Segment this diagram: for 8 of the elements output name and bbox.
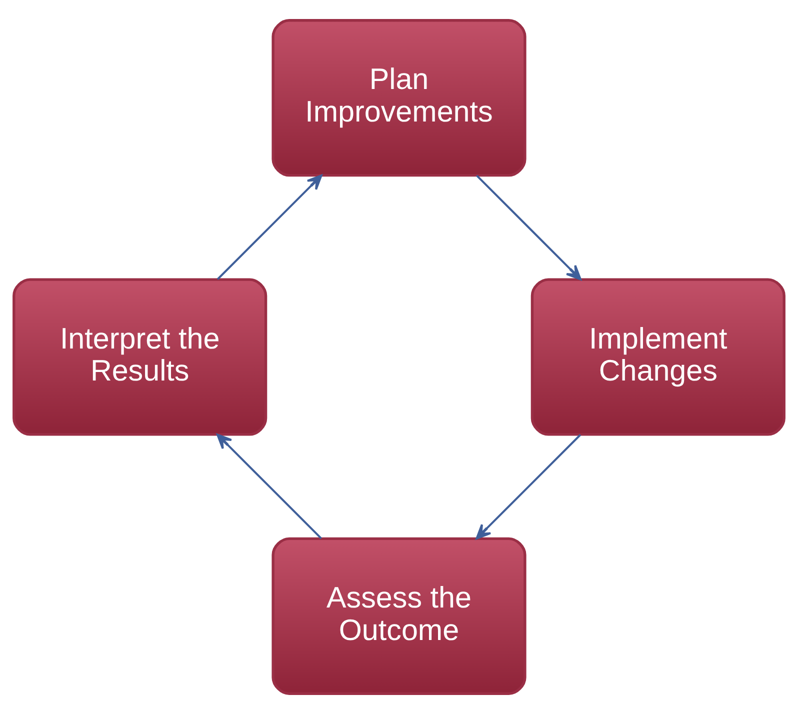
node-box: Interpret the Results [12, 278, 268, 436]
arrow [216, 174, 322, 280]
arrow [216, 434, 322, 540]
node-box: Assess the Outcome [272, 537, 526, 695]
arrow [476, 434, 582, 540]
node-box: Implement Changes [530, 278, 786, 436]
arrow [476, 174, 582, 280]
node-box: Plan Improvements [272, 19, 526, 177]
